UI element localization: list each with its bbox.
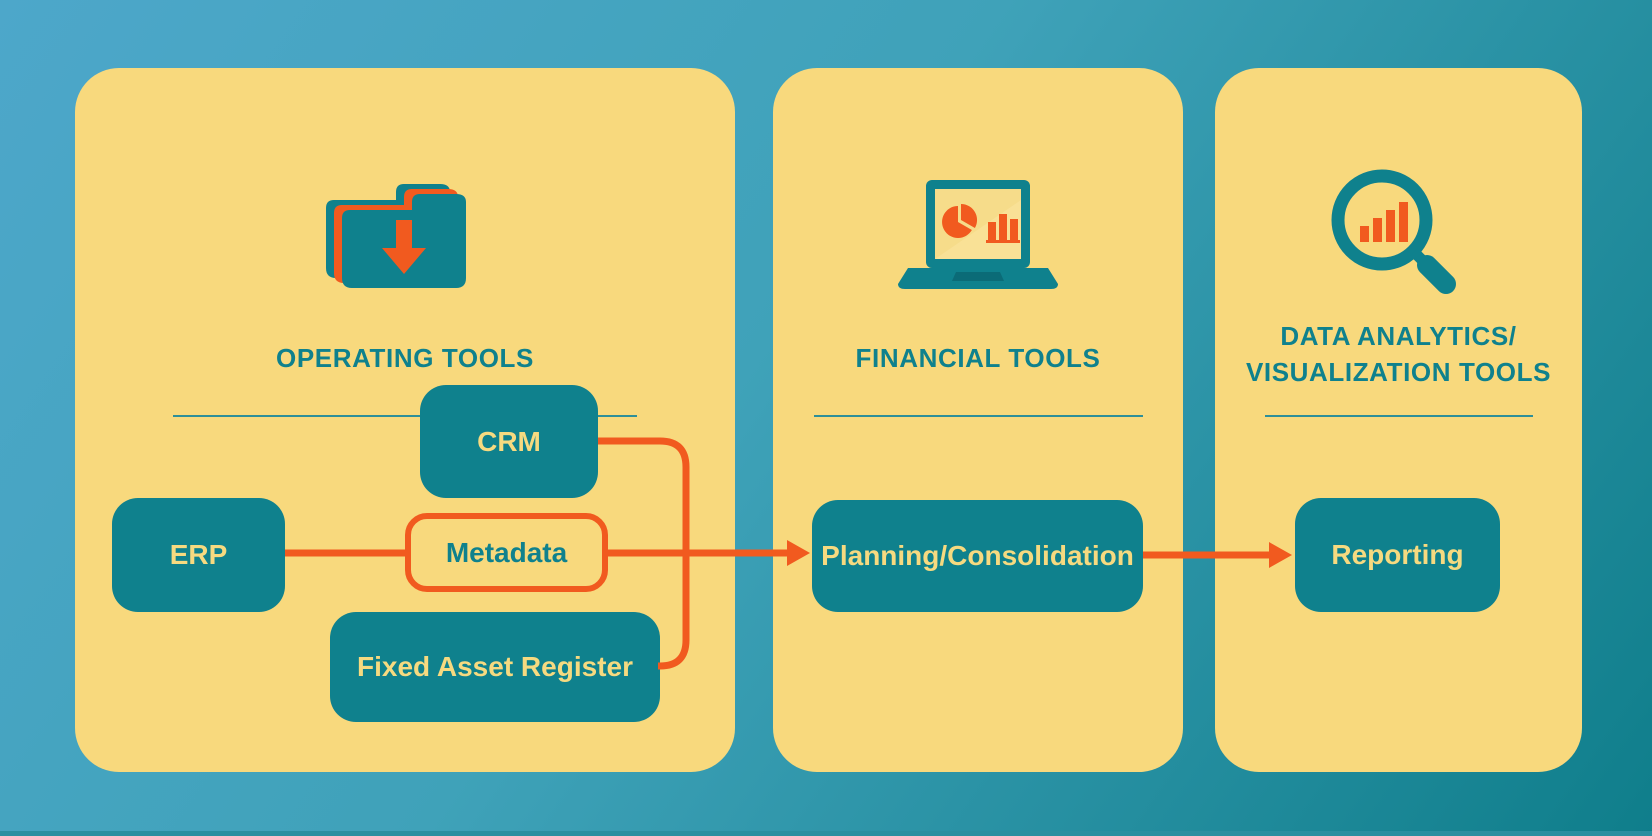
folder-download-icon	[326, 182, 468, 295]
panel-title-line: FINANCIAL TOOLS	[855, 343, 1101, 373]
node-reporting: Reporting	[1295, 498, 1500, 612]
panel-financial-tools: FINANCIAL TOOLS	[773, 68, 1183, 772]
panel-data-analytics-tools: DATA ANALYTICS/ VISUALIZATION TOOLS	[1215, 68, 1582, 772]
panel-title-analytics: DATA ANALYTICS/ VISUALIZATION TOOLS	[1215, 318, 1582, 390]
node-label: CRM	[477, 425, 541, 457]
panel-title-line: DATA ANALYTICS/	[1280, 321, 1517, 351]
panel-title-financial: FINANCIAL TOOLS	[773, 340, 1183, 376]
node-fixed-asset-register: Fixed Asset Register	[330, 612, 660, 722]
node-label: Metadata	[445, 536, 568, 568]
laptop-charts-icon	[898, 180, 1058, 295]
node-label: Fixed Asset Register	[357, 651, 633, 682]
title-divider	[814, 415, 1143, 417]
node-planning-consolidation: Planning/Consolidation	[812, 500, 1143, 612]
title-divider	[173, 415, 637, 417]
magnifier-bar-chart-icon	[1330, 168, 1465, 303]
node-label: Reporting	[1331, 539, 1464, 570]
node-crm: CRM	[420, 385, 598, 498]
node-label: ERP	[169, 539, 228, 570]
node-erp: ERP	[112, 498, 285, 612]
panel-title-line: VISUALIZATION TOOLS	[1245, 357, 1552, 387]
panel-title-line: OPERATING TOOLS	[276, 343, 534, 373]
title-divider	[1265, 415, 1533, 417]
node-label: Planning/Consolidation	[821, 540, 1134, 571]
panel-title-operating: OPERATING TOOLS	[75, 340, 735, 376]
bottom-edge-strip	[0, 831, 1652, 836]
node-metadata: Metadata	[405, 513, 608, 592]
